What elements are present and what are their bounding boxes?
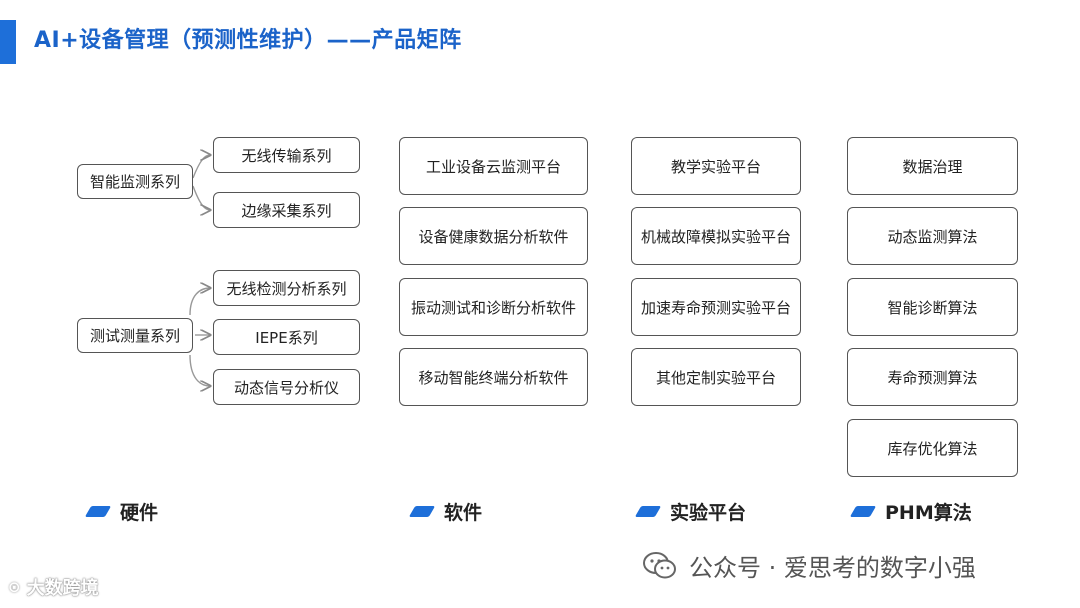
platform-item-label: 其他定制实验平台 — [655, 368, 776, 387]
watermark: ⊙ 大数跨境 — [8, 574, 99, 600]
watermark-logo-icon: ⊙ — [8, 578, 21, 596]
category-label: 软件 — [444, 502, 483, 524]
parallelogram-icon — [849, 506, 877, 517]
platform-item-label: 机械故障模拟实验平台 — [640, 227, 791, 246]
hardware-item-label: 边缘采集系列 — [241, 201, 332, 220]
hardware-item-label: 无线检测分析系列 — [226, 279, 347, 298]
software-item-vibration-diagnosis: 振动测试和诊断分析软件 — [399, 278, 588, 336]
connector-edge-acquisition — [192, 185, 210, 210]
phm-item-label: 数据治理 — [902, 157, 963, 176]
hardware-item-wireless-transmission: 无线传输系列 — [213, 137, 360, 173]
connector-dynamic-analyzer — [189, 354, 210, 386]
phm-item-label: 库存优化算法 — [887, 439, 978, 458]
connector-wireless-transmission — [192, 155, 210, 179]
hardware-item-dynamic-analyzer: 动态信号分析仪 — [213, 369, 360, 405]
title-accent-bar — [0, 20, 16, 64]
phm-item-dynamic-monitoring: 动态监测算法 — [847, 207, 1018, 265]
category-label: 硬件 — [120, 502, 159, 524]
phm-item-label: 寿命预测算法 — [887, 368, 978, 387]
hardware-group-smart-monitoring: 智能监测系列 — [77, 164, 193, 199]
phm-item-life-prediction: 寿命预测算法 — [847, 348, 1018, 406]
page-title: AI+设备管理（预测性维护）——产品矩阵 — [34, 28, 462, 53]
hardware-item-edge-acquisition: 边缘采集系列 — [213, 192, 360, 228]
connector-wireless-detection — [189, 288, 210, 316]
hardware-item-iepe: IEPE系列 — [213, 319, 360, 355]
category-software: 软件 — [408, 498, 483, 525]
category-label: PHM算法 — [885, 502, 972, 524]
phm-item-label: 智能诊断算法 — [887, 298, 978, 317]
category-platform: 实验平台 — [634, 498, 747, 525]
wechat-account-text: 公众号 · 爱思考的数字小强 — [689, 554, 976, 582]
platform-item-label: 加速寿命预测实验平台 — [640, 298, 791, 317]
parallelogram-icon — [84, 506, 112, 517]
phm-item-data-governance: 数据治理 — [847, 137, 1018, 195]
platform-item-teaching: 教学实验平台 — [631, 137, 801, 195]
hardware-item-wireless-detection: 无线检测分析系列 — [213, 270, 360, 306]
hardware-item-label: IEPE系列 — [255, 328, 318, 347]
software-item-label: 移动智能终端分析软件 — [418, 368, 569, 387]
software-item-cloud-monitoring: 工业设备云监测平台 — [399, 137, 588, 195]
hardware-group-test-measurement: 测试测量系列 — [77, 318, 193, 353]
parallelogram-icon — [408, 506, 436, 517]
software-item-mobile-terminal: 移动智能终端分析软件 — [399, 348, 588, 406]
hardware-group-label: 智能监测系列 — [89, 173, 180, 191]
category-hardware: 硬件 — [84, 498, 159, 525]
hardware-group-label: 测试测量系列 — [89, 327, 180, 345]
hardware-item-label: 无线传输系列 — [241, 146, 332, 165]
phm-item-inventory-optimization: 库存优化算法 — [847, 419, 1018, 477]
category-label: 实验平台 — [670, 502, 747, 524]
software-item-label: 振动测试和诊断分析软件 — [410, 298, 576, 317]
wechat-icon — [643, 551, 676, 578]
phm-item-label: 动态监测算法 — [887, 227, 978, 246]
wechat-attribution: 公众号 · 爱思考的数字小强 — [643, 548, 976, 583]
hardware-item-label: 动态信号分析仪 — [233, 378, 339, 397]
platform-item-fault-simulation: 机械故障模拟实验平台 — [631, 207, 801, 265]
platform-item-label: 教学实验平台 — [670, 157, 761, 176]
platform-item-accelerated-life: 加速寿命预测实验平台 — [631, 278, 801, 336]
parallelogram-icon — [634, 506, 662, 517]
software-item-label: 工业设备云监测平台 — [425, 157, 561, 176]
phm-item-smart-diagnosis: 智能诊断算法 — [847, 278, 1018, 336]
category-phm: PHM算法 — [849, 498, 972, 525]
watermark-text: 大数跨境 — [26, 578, 99, 599]
platform-item-custom: 其他定制实验平台 — [631, 348, 801, 406]
software-item-label: 设备健康数据分析软件 — [418, 227, 569, 246]
software-item-health-analysis: 设备健康数据分析软件 — [399, 207, 588, 265]
